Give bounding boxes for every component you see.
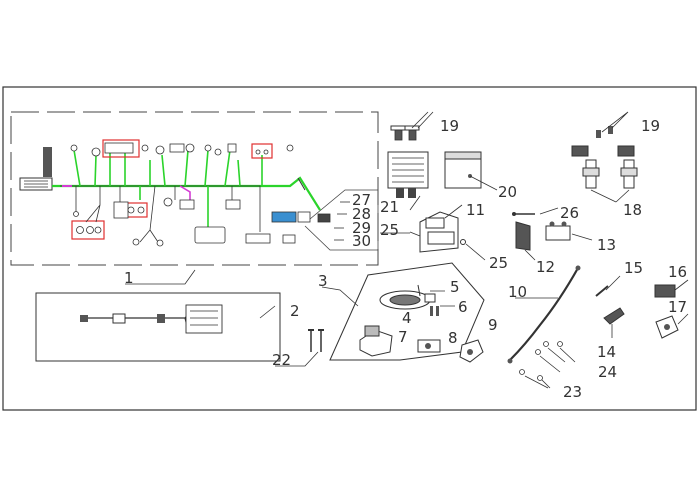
right-components [507, 111, 689, 389]
outer-frame [2, 86, 697, 411]
part-label-9: 9 [488, 316, 498, 334]
part-label-12: 12 [536, 258, 555, 276]
part-label-27: 27 [352, 191, 371, 209]
part-label-16: 16 [668, 263, 687, 281]
part-label-22: 22 [272, 351, 291, 369]
highlight-box [251, 143, 273, 159]
harness-dashed-frame [10, 111, 379, 266]
main-wiring-harness [19, 139, 379, 251]
part-label-19-right: 19 [641, 117, 660, 135]
starter-components [359, 284, 484, 363]
part-label-26: 26 [560, 204, 579, 222]
part-label-19-left: 19 [440, 117, 459, 135]
part-label-30: 30 [352, 232, 371, 250]
part-label-10: 10 [508, 283, 527, 301]
bolts-22 [308, 329, 324, 352]
part-label-23: 23 [563, 383, 582, 401]
part-label-5: 5 [450, 278, 460, 296]
leader-1 [125, 269, 196, 285]
part-label-4: 4 [402, 309, 412, 327]
part-labels: 1 2 3 4 5 6 7 8 9 10 11 12 13 14 15 16 1… [124, 117, 687, 401]
part-label-17: 17 [668, 298, 687, 316]
upper-middle-components [387, 111, 498, 261]
part-label-25-right: 25 [489, 254, 508, 272]
part-label-25-left: 25 [380, 221, 399, 239]
part-label-2: 2 [290, 302, 300, 320]
highlight-box [71, 220, 105, 240]
blue-connector [271, 211, 297, 223]
part-label-13: 13 [597, 236, 616, 254]
starter-group-frame [329, 262, 485, 361]
sub-harness [80, 304, 223, 334]
part-label-20: 20 [498, 183, 517, 201]
relay-block [43, 147, 52, 177]
part-label-11: 11 [466, 201, 485, 219]
highlight-box [102, 139, 140, 158]
part-label-1: 1 [124, 269, 134, 287]
part-label-15: 15 [624, 259, 643, 277]
sub-harness-frame [35, 292, 281, 362]
part-label-28: 28 [352, 205, 371, 223]
part-label-18: 18 [623, 201, 642, 219]
part-label-3: 3 [318, 272, 328, 290]
part-label-8: 8 [448, 329, 458, 347]
part-label-7: 7 [398, 328, 408, 346]
part-label-6: 6 [458, 298, 468, 316]
part-label-24: 24 [598, 363, 617, 381]
part-label-29: 29 [352, 219, 371, 237]
part-label-14: 14 [597, 343, 616, 361]
part-label-21: 21 [380, 198, 399, 216]
